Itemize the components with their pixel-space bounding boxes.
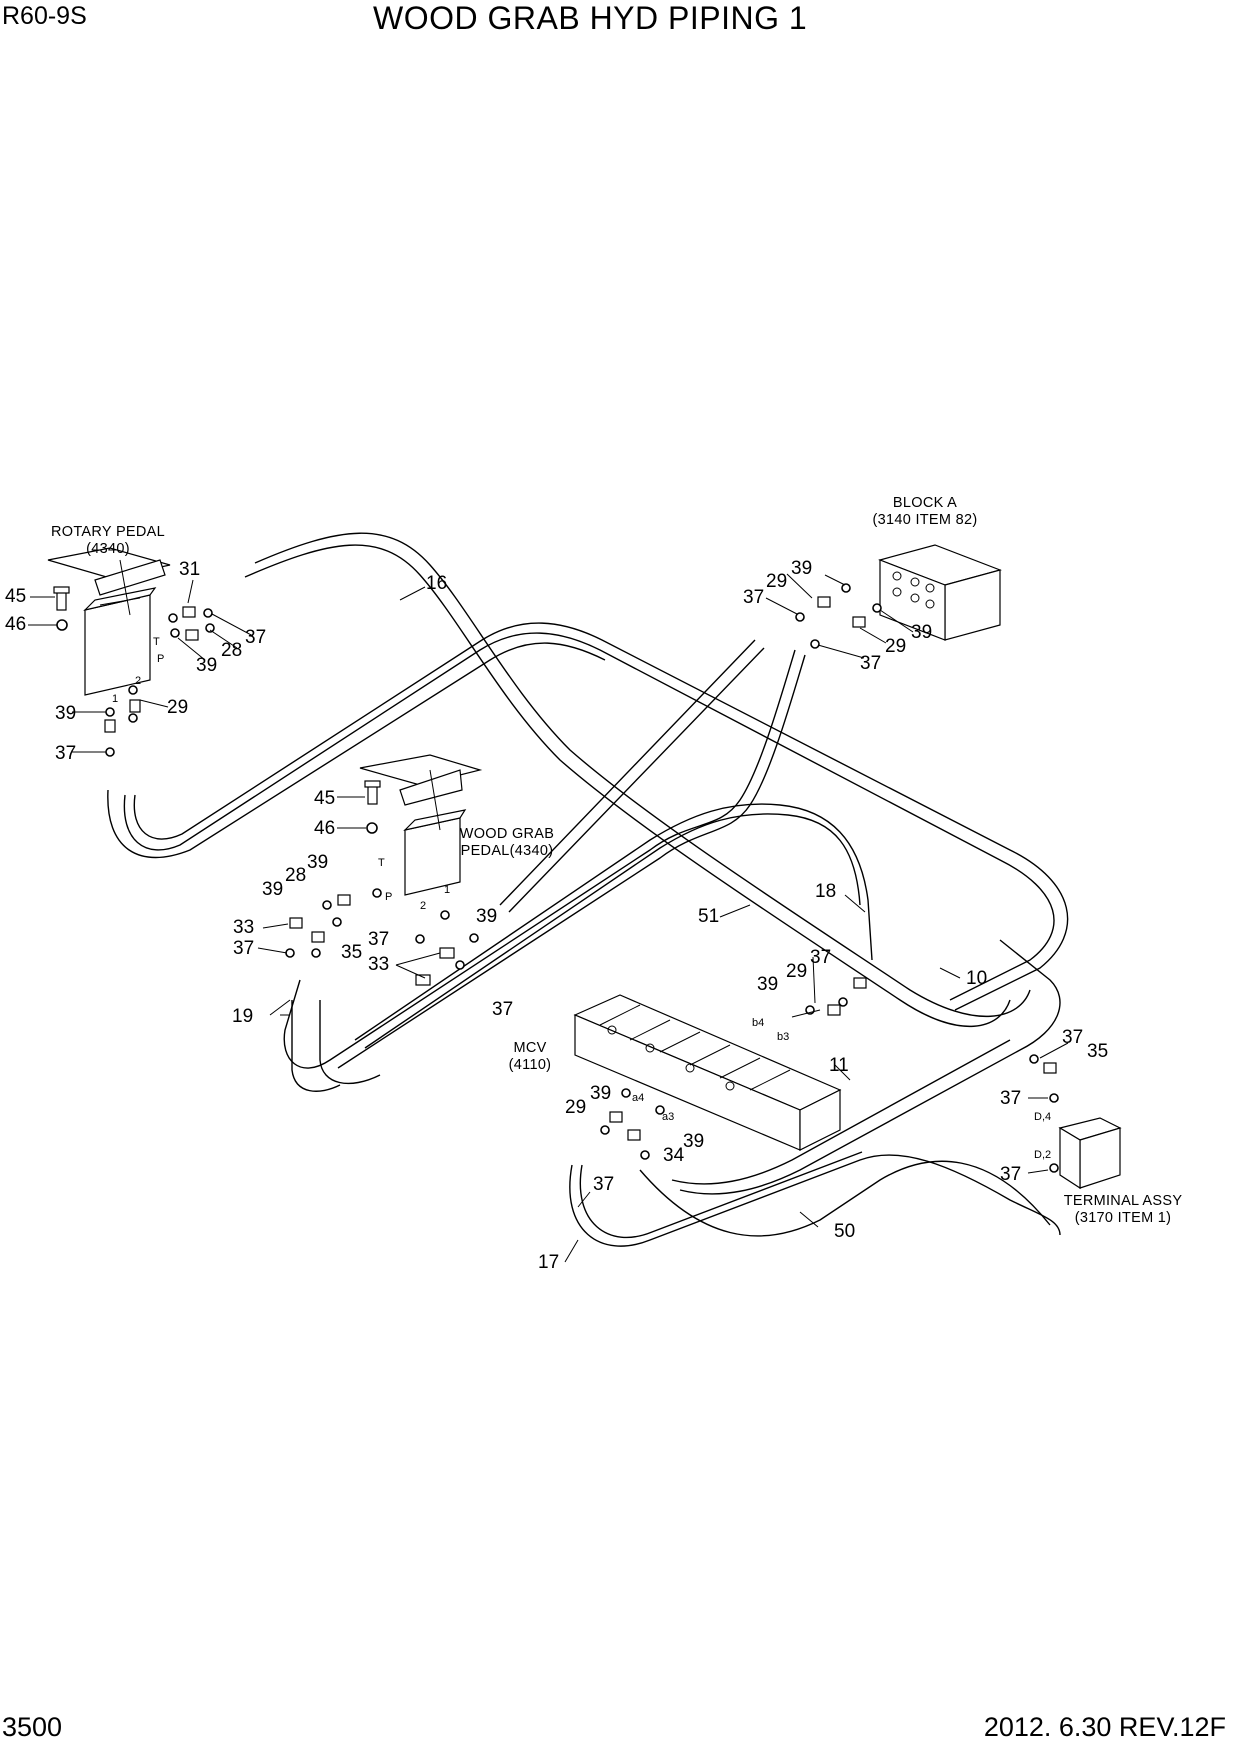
hose-diagonal-block-a <box>499 639 765 913</box>
callout: 34 <box>663 1145 685 1166</box>
callout: 29 <box>786 961 807 982</box>
model-number: R60-9S <box>2 2 87 30</box>
callout: 45 <box>314 788 335 809</box>
port-label: D,4 <box>1034 1111 1051 1123</box>
terminal-assy <box>1058 1117 1122 1190</box>
callout: 39 <box>262 879 283 900</box>
callout: 33 <box>233 917 254 938</box>
port-label: T <box>153 636 160 648</box>
callout: 39 <box>683 1131 704 1152</box>
bolt-45-top <box>53 586 70 611</box>
callout: 29 <box>885 636 906 657</box>
port-label: b4 <box>752 1017 764 1029</box>
callout: 37 <box>368 929 389 950</box>
callout: 37 <box>1000 1088 1021 1109</box>
callout: 37 <box>810 947 831 968</box>
callout: 37 <box>593 1174 614 1195</box>
port-label: a4 <box>632 1092 644 1104</box>
callout: 10 <box>966 968 987 989</box>
port-label: P <box>157 653 164 665</box>
callout: 37 <box>743 587 764 608</box>
callout: 37 <box>1062 1027 1083 1048</box>
port-label: T <box>378 857 385 869</box>
hose-loop-left <box>107 622 1069 1011</box>
port-label: 2 <box>135 675 141 687</box>
mcv-valve <box>573 994 842 1151</box>
leader-lines <box>28 573 1069 1263</box>
callout: 39 <box>196 655 217 676</box>
o-rings <box>105 583 1059 1173</box>
block-a-label-line2: (3140 ITEM 82) <box>873 512 978 528</box>
port-label: 1 <box>444 884 450 896</box>
hose-10-11 <box>671 939 1061 1195</box>
port-label: b3 <box>777 1031 789 1043</box>
callout: 31 <box>179 559 200 580</box>
callout: 35 <box>341 942 362 963</box>
callout: 28 <box>221 640 242 661</box>
callout: 28 <box>285 865 306 886</box>
callout: 39 <box>590 1083 611 1104</box>
terminal-assy-label-line1: TERMINAL ASSY <box>1064 1193 1183 1209</box>
callout: 17 <box>538 1252 559 1273</box>
rotary-pedal <box>47 547 171 696</box>
callout: 39 <box>791 558 812 579</box>
rotary-pedal-label-line1: ROTARY PEDAL <box>51 524 165 540</box>
callout: 46 <box>5 614 26 635</box>
callout: 50 <box>834 1221 855 1242</box>
wood-grab-pedal <box>359 754 483 896</box>
callout: 35 <box>1087 1041 1108 1062</box>
terminal-assy-label-line2: (3170 ITEM 1) <box>1075 1210 1172 1226</box>
callout: 37 <box>245 627 266 648</box>
wood-grab-pedal-label-line2: PEDAL(4340) <box>461 843 554 859</box>
callout: 39 <box>911 622 932 643</box>
hose-50 <box>639 1160 1051 1237</box>
callout: 29 <box>565 1097 586 1118</box>
mcv-label-line2: (4110) <box>509 1057 552 1073</box>
callout: 11 <box>829 1055 849 1076</box>
callout: 39 <box>476 906 497 927</box>
callout: 46 <box>314 818 335 839</box>
wood-grab-pedal-label-line1: WOOD GRAB <box>460 826 555 842</box>
callout: 39 <box>307 852 328 873</box>
hose-19 <box>291 1000 381 1092</box>
port-label: D,2 <box>1034 1149 1051 1161</box>
port-label: P <box>385 891 392 903</box>
washer-46-bottom <box>366 822 378 834</box>
callout: 37 <box>233 938 254 959</box>
revision-date: 2012. 6.30 REV.12F <box>983 1712 1226 1742</box>
callout: 29 <box>167 697 188 718</box>
callout: 33 <box>368 954 389 975</box>
block-a-label-line1: BLOCK A <box>893 495 957 511</box>
rotary-pedal-label-line2: (4340) <box>86 541 130 557</box>
callout: 37 <box>492 999 513 1020</box>
page-number: 3500 <box>2 1712 63 1742</box>
port-label: a3 <box>662 1111 674 1123</box>
callout: 37 <box>1000 1164 1021 1185</box>
port-label: 1 <box>112 693 118 705</box>
callout: 39 <box>757 974 778 995</box>
page-title: WOOD GRAB HYD PIPING 1 <box>373 0 808 36</box>
mcv-label-line1: MCV <box>513 1040 546 1056</box>
bolt-45-bottom <box>364 780 381 805</box>
hose-16 <box>244 532 1031 1028</box>
callout: 39 <box>55 703 76 724</box>
hose-17 <box>569 1151 1061 1247</box>
fittings <box>104 596 1057 1141</box>
block-a <box>878 544 1002 641</box>
callout: 18 <box>815 881 836 902</box>
callout: 51 <box>698 906 719 927</box>
callout: 19 <box>232 1006 253 1027</box>
callout: 37 <box>55 743 76 764</box>
washer-46-top <box>56 619 68 631</box>
callout: 16 <box>426 573 447 594</box>
callout: 37 <box>860 653 881 674</box>
callout: 45 <box>5 586 26 607</box>
hose-18-loop <box>354 803 873 1049</box>
callout: 29 <box>766 571 787 592</box>
port-label: 2 <box>420 900 426 912</box>
